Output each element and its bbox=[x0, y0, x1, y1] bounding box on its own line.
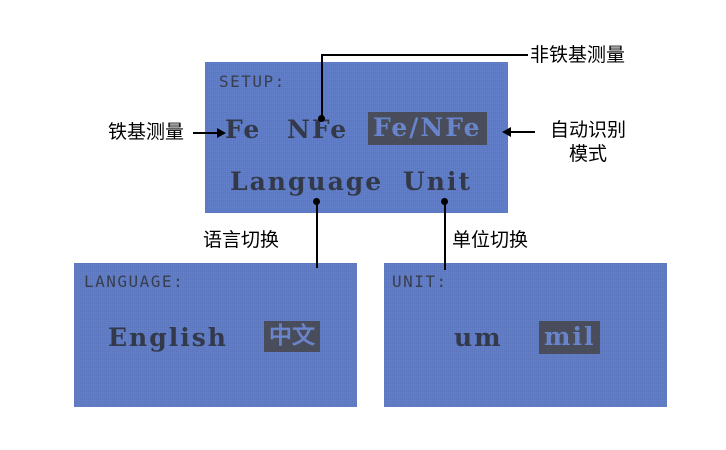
annotation-auto-mode-label: 自动识别 模式 bbox=[535, 118, 641, 166]
annotation-non-ferrous-label: 非铁基测量 bbox=[530, 44, 626, 66]
setup-screen-title: SETUP: bbox=[219, 72, 286, 91]
annotation-auto-mode-leader bbox=[511, 131, 535, 133]
annotation-language-switch-leader bbox=[316, 200, 318, 268]
setup-option-unit[interactable]: Unit bbox=[403, 167, 473, 196]
setup-option-fe[interactable]: Fe bbox=[225, 115, 262, 144]
setup-option-language[interactable]: Language bbox=[230, 167, 384, 196]
setup-option-fe-nfe[interactable]: Fe/NFe bbox=[368, 112, 487, 146]
language-option-english[interactable]: English bbox=[108, 323, 228, 352]
annotation-non-ferrous-leader-vertical bbox=[321, 54, 323, 118]
unit-screen-title: UNIT: bbox=[392, 272, 448, 291]
annotation-ferrous-label: 铁基测量 bbox=[108, 121, 185, 143]
setup-option-nfe[interactable]: NFe bbox=[287, 115, 349, 144]
language-option-chinese[interactable]: 中文 bbox=[264, 321, 320, 353]
annotation-ferrous-leader bbox=[193, 132, 217, 134]
lcd-screen-language: LANGUAGE: English 中文 bbox=[74, 263, 357, 407]
annotation-non-ferrous-dot bbox=[318, 115, 325, 122]
lcd-screen-setup: SETUP: Fe NFe Fe/NFe Language Unit bbox=[205, 62, 508, 213]
annotation-auto-mode-line1: 自动识别 bbox=[549, 119, 626, 141]
annotation-auto-mode-line2: 模式 bbox=[568, 143, 607, 165]
lcd-screen-unit: UNIT: um mil bbox=[384, 263, 667, 407]
annotation-non-ferrous-leader-horizontal bbox=[321, 54, 528, 56]
unit-option-mil[interactable]: mil bbox=[539, 321, 601, 355]
annotation-unit-switch-dot bbox=[441, 198, 448, 205]
unit-option-um[interactable]: um bbox=[454, 323, 503, 352]
annotation-auto-mode-arrowhead bbox=[502, 127, 511, 137]
annotation-unit-switch-label: 单位切换 bbox=[452, 229, 529, 251]
annotation-language-switch-dot bbox=[313, 198, 320, 205]
annotation-ferrous-arrowhead bbox=[217, 128, 226, 138]
annotation-language-switch-label: 语言切换 bbox=[203, 229, 280, 251]
annotation-unit-switch-leader bbox=[444, 200, 446, 270]
language-screen-title: LANGUAGE: bbox=[84, 272, 185, 291]
